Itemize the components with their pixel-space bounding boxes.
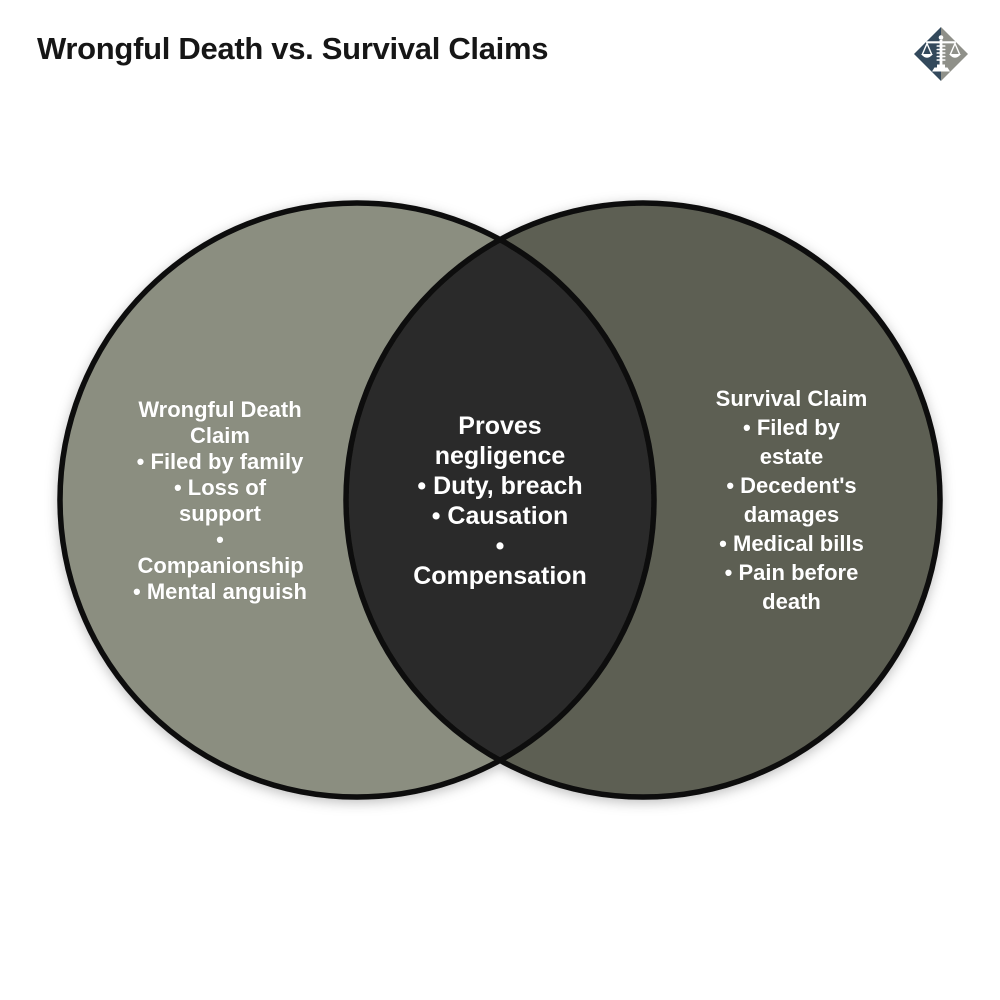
bullet: •	[173, 475, 182, 500]
list-item-text: Duty, breach	[433, 472, 583, 500]
list-item: • Medical bills	[694, 529, 889, 558]
bullet: •	[216, 527, 224, 552]
right-circle-title: Survival Claim	[715, 386, 868, 411]
list-item: • Causation	[395, 501, 605, 531]
logo-diamond	[914, 27, 968, 81]
page-title: Wrongful Death vs. Survival Claims	[37, 31, 549, 66]
overlap-title: Proves negligence	[434, 412, 566, 470]
list-item-text: Filed by family	[150, 449, 304, 474]
list-item: • Decedent's damages	[717, 471, 867, 529]
list-item-text: Loss of support	[179, 475, 267, 526]
list-item-text: Mental anguish	[146, 579, 307, 604]
list-item: • Duty, breach	[395, 471, 605, 501]
list-item: • Filed by estate	[732, 413, 852, 471]
bullet: •	[743, 415, 751, 440]
overlap-label: Proves negligence • Duty, breach • Causa…	[395, 411, 605, 591]
list-item: • Companionship	[137, 527, 304, 579]
brand-logo	[912, 25, 970, 83]
list-item-text: Causation	[447, 502, 569, 530]
list-item: • Filed by family	[124, 449, 316, 475]
scales-of-justice-icon	[921, 35, 961, 72]
list-item-text: Decedent's damages	[740, 473, 857, 527]
bullet: •	[724, 560, 733, 585]
list-item-text: Filed by estate	[756, 415, 840, 469]
right-circle-outline	[343, 200, 943, 800]
list-item: • Compensation	[413, 531, 588, 591]
list-item: • Loss of support	[155, 475, 285, 527]
bullet: •	[719, 531, 727, 556]
bullet: •	[431, 502, 441, 530]
list-item: • Mental anguish	[124, 579, 316, 605]
left-circle-label: Wrongful Death Claim • Filed by family •…	[124, 397, 316, 605]
list-item: • Pain before death	[712, 558, 872, 616]
list-item-text: Companionship	[137, 553, 304, 578]
left-circle-title: Wrongful Death Claim	[138, 397, 302, 448]
left-circle-outline	[57, 200, 657, 800]
overlap-region	[346, 203, 654, 797]
list-item-text: Compensation	[413, 562, 587, 590]
list-item-text: Pain before death	[738, 560, 859, 614]
list-item-text: Medical bills	[733, 531, 864, 556]
bullet: •	[495, 532, 505, 560]
bullet: •	[133, 579, 141, 604]
bullet: •	[417, 472, 427, 500]
bullet: •	[136, 449, 145, 474]
right-circle-label: Survival Claim • Filed by estate • Deced…	[694, 384, 889, 616]
bullet: •	[726, 473, 735, 498]
